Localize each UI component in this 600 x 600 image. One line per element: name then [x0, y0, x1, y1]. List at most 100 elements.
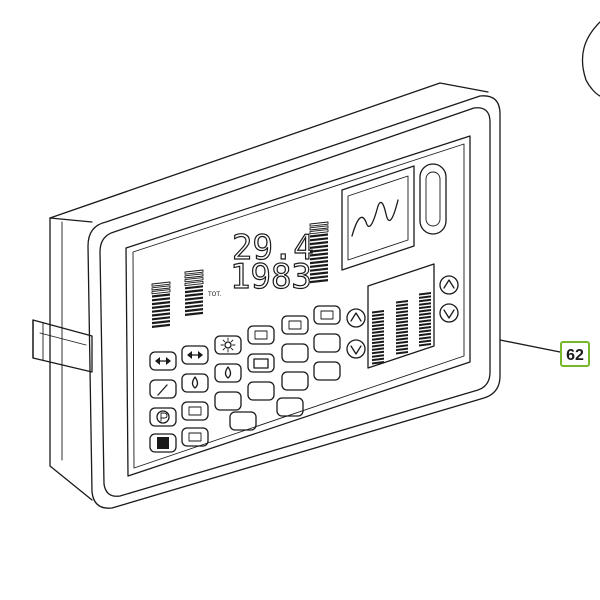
- bar-segment: [152, 316, 170, 321]
- left-down-button[interactable]: [346, 339, 366, 359]
- bar-segment: [372, 337, 384, 341]
- bar-segment: [372, 350, 384, 355]
- bar-segment: [419, 332, 431, 337]
- indicator-button[interactable]: [313, 333, 341, 353]
- bar-segment: [184, 269, 204, 275]
- left-up-button[interactable]: [346, 308, 366, 328]
- bar-segment: [310, 271, 328, 276]
- bar-segment: [310, 260, 328, 265]
- bar-segment: [310, 267, 328, 272]
- bar-segment: [372, 333, 384, 338]
- indicator-button[interactable]: [313, 361, 341, 381]
- indicator-grid: [149, 305, 341, 453]
- headlight-icon: [288, 320, 302, 330]
- leader-line: [499, 339, 561, 353]
- bar-segment: [419, 319, 431, 323]
- bar-segment: [396, 313, 408, 318]
- bar-segment: [185, 292, 203, 297]
- indicator-button[interactable]: [276, 397, 304, 417]
- indicator-button[interactable]: [181, 427, 209, 447]
- front-bezel: [87, 95, 501, 509]
- bar-segment: [396, 323, 408, 328]
- bar-segment: [310, 279, 328, 284]
- bar-segment: [185, 300, 203, 305]
- cluster-bar-2: [396, 300, 408, 355]
- bar-segment: [372, 340, 384, 345]
- bar-segment: [310, 263, 328, 268]
- fuel-drop-icon: [191, 376, 199, 389]
- bar-segment: [419, 295, 431, 299]
- bar-segment: [372, 316, 384, 321]
- bar-segment: [396, 320, 408, 324]
- bar-segment: [396, 334, 408, 338]
- bar-segment: [419, 315, 431, 320]
- oval-button[interactable]: [419, 163, 447, 235]
- indicator-button[interactable]: [214, 335, 242, 355]
- left-bar-gauge-1: [151, 281, 171, 328]
- bar-segment: [419, 322, 431, 327]
- bar-segment: [184, 273, 204, 279]
- sun-icon: [220, 337, 236, 353]
- bar-segment: [152, 323, 170, 328]
- bar-segment: [372, 327, 384, 331]
- bar-segment: [185, 311, 203, 316]
- bar-segment: [419, 329, 431, 333]
- bar-segment: [310, 248, 328, 253]
- indicator-button[interactable]: [229, 411, 257, 431]
- indicator-button[interactable]: [181, 373, 209, 393]
- indicator-button[interactable]: [281, 371, 309, 391]
- indicator-button[interactable]: [247, 325, 275, 345]
- bar-segment: [309, 229, 329, 235]
- indicator-button[interactable]: [149, 379, 177, 399]
- bar-segment: [151, 281, 171, 287]
- bar-segment: [372, 347, 384, 351]
- indicator-button[interactable]: [181, 345, 209, 365]
- callout-box: [560, 341, 590, 367]
- bar-segment: [396, 300, 408, 304]
- indicator-button[interactable]: [247, 381, 275, 401]
- bar-segment: [372, 357, 384, 362]
- gauge-cluster: [367, 263, 435, 369]
- bar-segment: [396, 306, 408, 311]
- oil-icon: [224, 366, 232, 379]
- right-down-button[interactable]: [439, 303, 459, 323]
- ramp-gauge-icon: [254, 330, 268, 340]
- bar-segment: [184, 280, 204, 287]
- wrench-icon: [157, 384, 168, 396]
- bar-segment: [184, 277, 204, 283]
- indicator-button[interactable]: [181, 401, 209, 421]
- bar-segment: [309, 225, 329, 231]
- bar-segment: [396, 344, 408, 348]
- battery-icon: [253, 358, 269, 369]
- bar-segment: [185, 285, 203, 290]
- bar-segment: [396, 330, 408, 335]
- beam-icon: [320, 310, 334, 320]
- bar-segment: [185, 308, 203, 313]
- indicator-button[interactable]: [149, 351, 177, 371]
- indicator-button[interactable]: [281, 343, 309, 363]
- bar-segment: [396, 303, 408, 307]
- left-bar-gauge-2: [184, 269, 204, 316]
- fluid-icon: [188, 406, 202, 416]
- right-up-button[interactable]: [439, 275, 459, 295]
- housing: [32, 82, 489, 501]
- bar-segment: [151, 289, 171, 295]
- indicator-button[interactable]: [214, 391, 242, 411]
- indicator-button[interactable]: [149, 433, 177, 453]
- reading-bottom: 1983: [230, 257, 312, 297]
- hatch-icon: [157, 437, 169, 449]
- bar-segment: [310, 237, 328, 242]
- bar-segment: [396, 347, 408, 352]
- indicator-button[interactable]: [214, 363, 242, 383]
- indicator-button[interactable]: [281, 315, 309, 335]
- bar-segment: [419, 309, 431, 313]
- bar-segment: [152, 312, 170, 317]
- bar-segment: [185, 296, 203, 301]
- left-right-arrows-icon: [155, 357, 171, 365]
- adjacent-part-outline: [581, 21, 600, 97]
- indicator-button[interactable]: [247, 353, 275, 373]
- indicator-button[interactable]: [149, 407, 177, 427]
- bar-segment: [309, 221, 329, 227]
- bar-segment: [396, 310, 408, 314]
- indicator-button[interactable]: [313, 305, 341, 325]
